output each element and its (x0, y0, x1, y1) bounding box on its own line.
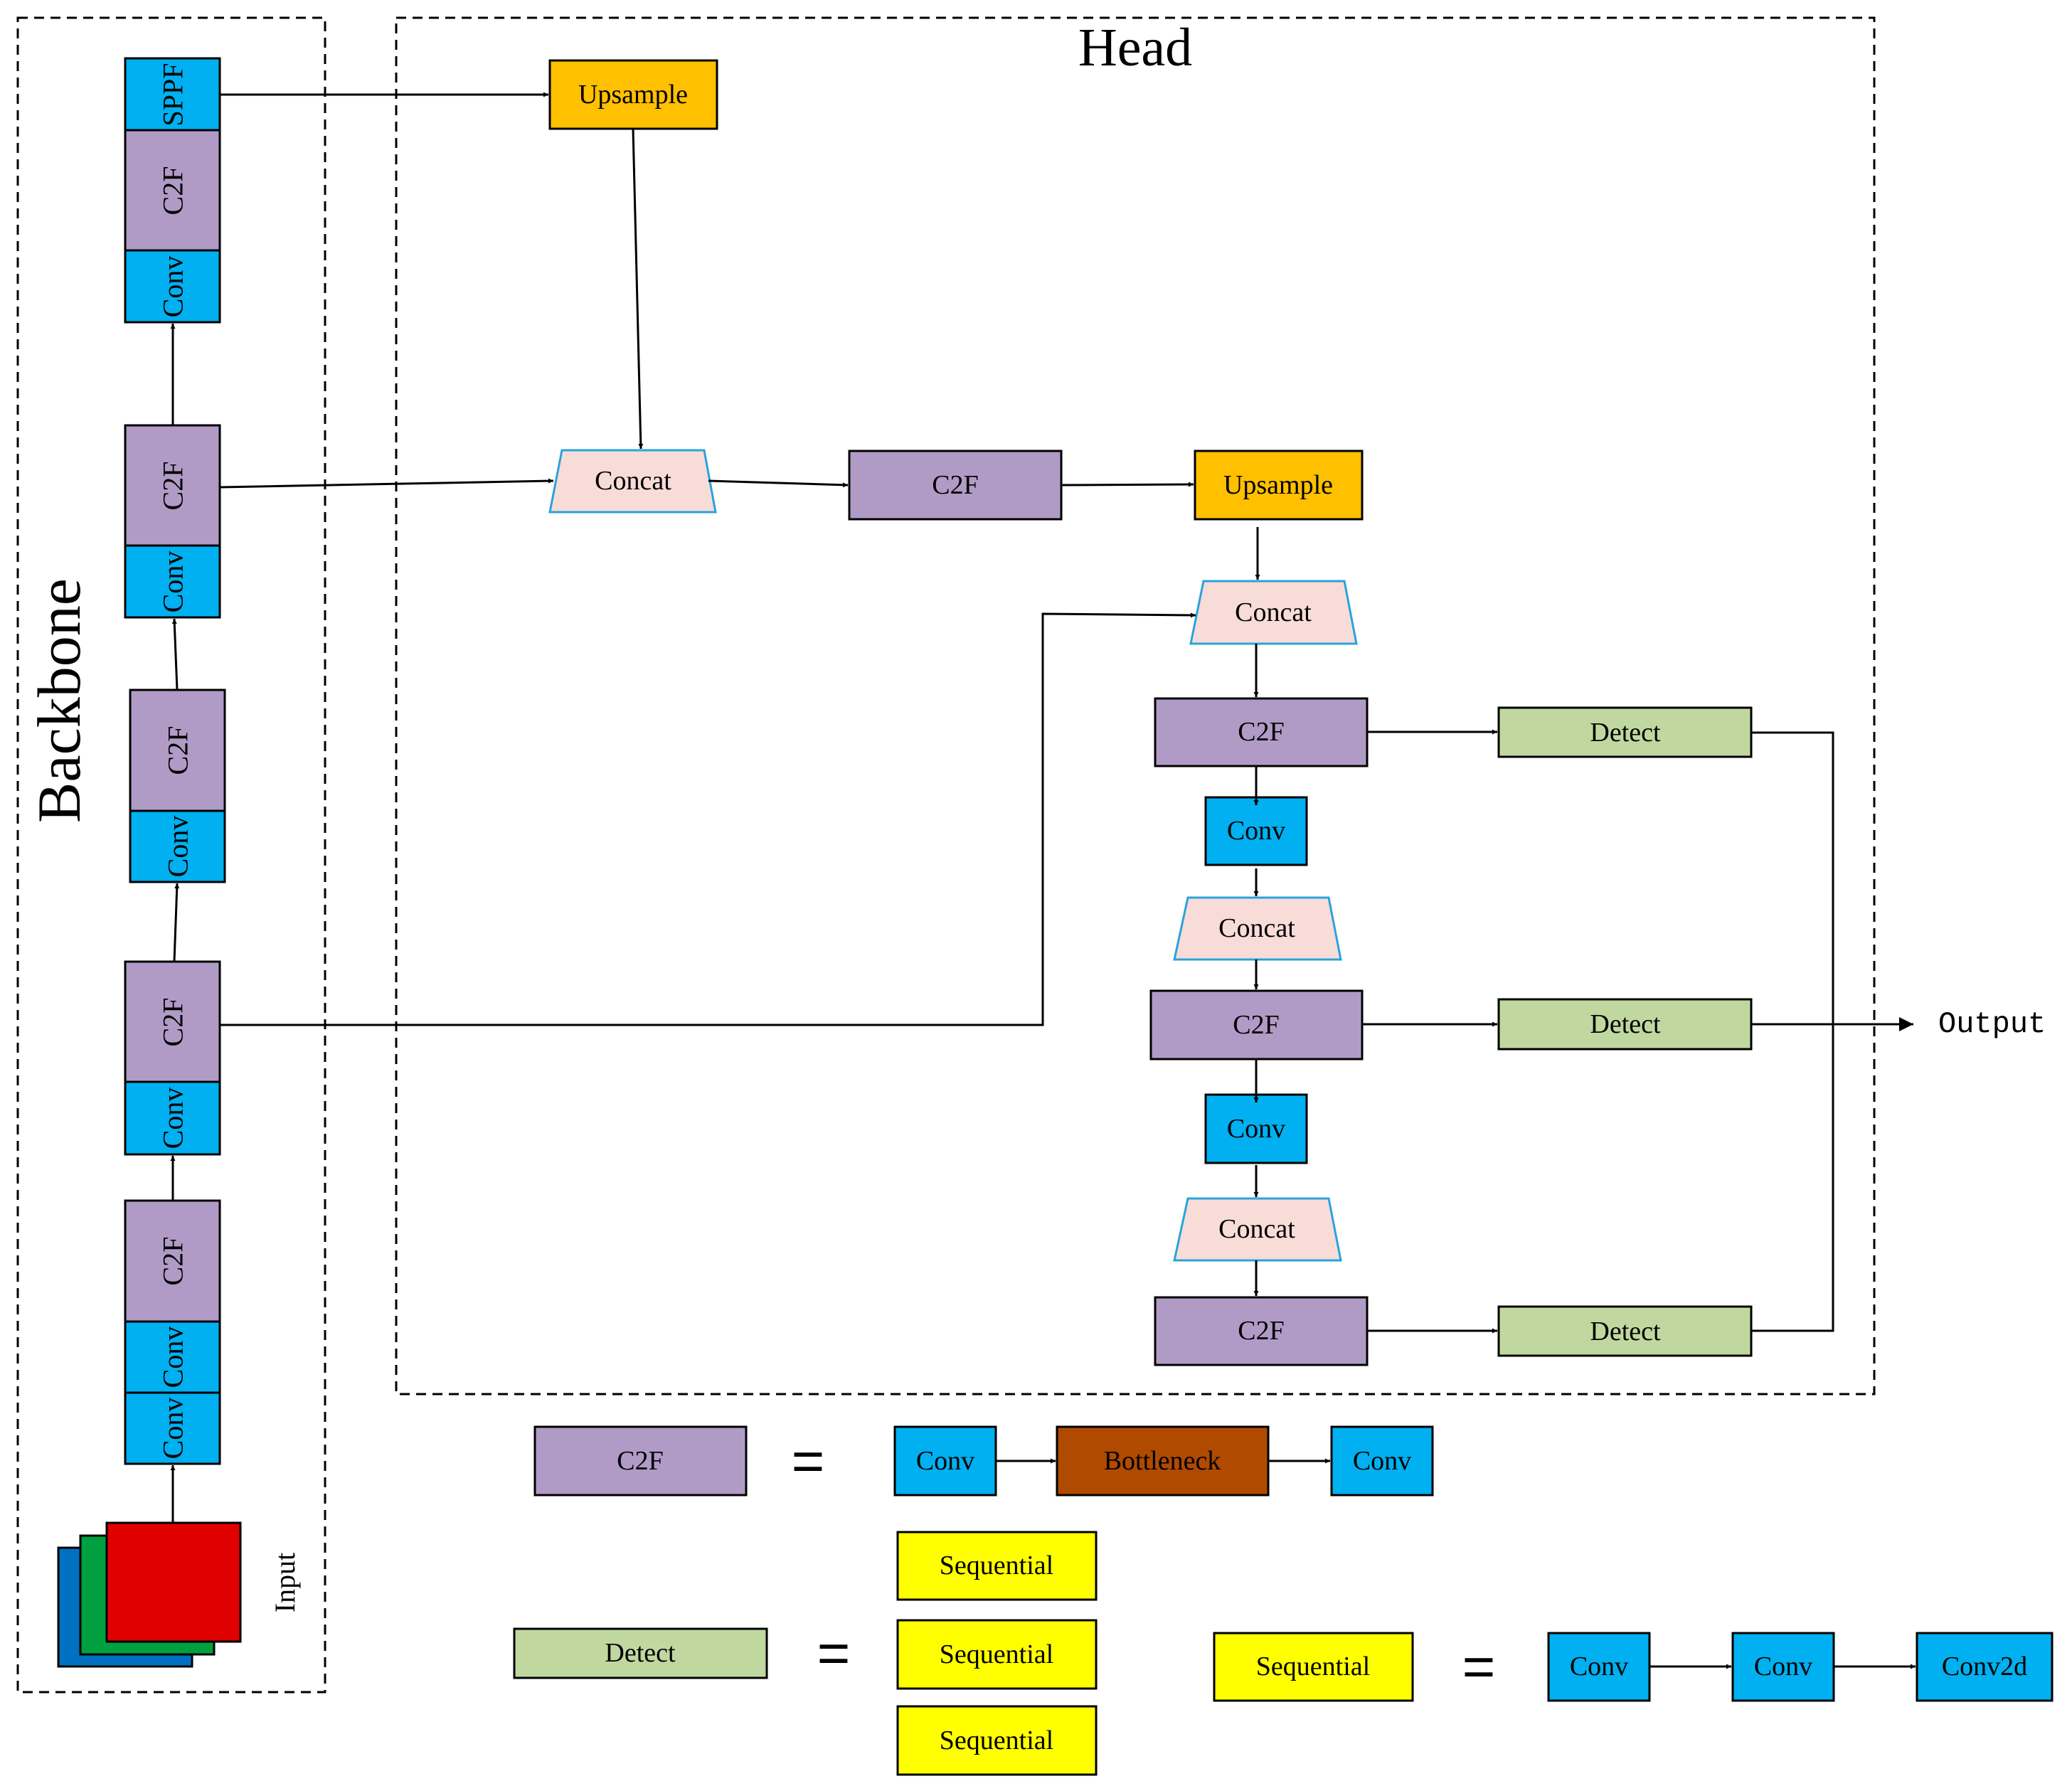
backbone-c2f-5 (124, 129, 221, 252)
backbone-c2f-5-label: C2F (157, 166, 189, 216)
backbone-conv-3-label: Conv (162, 816, 194, 878)
head-c2f-4 (1154, 1296, 1369, 1366)
arrow-concat-1-to-c2f-1 (708, 479, 849, 488)
legend-seq-conv-1 (1547, 1632, 1651, 1702)
backbone-c2f-1-label: C2F (157, 1237, 189, 1286)
head-concat-2 (1189, 580, 1358, 645)
arrow-backbone-to-concat-2 (220, 612, 1196, 1026)
head-concat-1-label: Concat (595, 466, 671, 496)
backbone-conv-1b-label: Conv (157, 1327, 189, 1388)
backbone-frame (16, 16, 326, 1694)
legend-c2f-equals: = (792, 1430, 825, 1493)
head-conv-2-label: Conv (1227, 1114, 1285, 1144)
head-c2f-2-label: C2F (1238, 717, 1284, 747)
backbone-c2f-4 (124, 424, 221, 547)
backbone-conv-2-label: Conv (157, 1088, 189, 1149)
backbone-conv-2 (124, 1080, 221, 1156)
legend-sequential-2 (896, 1619, 1098, 1690)
backbone-conv-4-label: Conv (157, 551, 189, 613)
head-c2f-4-label: C2F (1238, 1316, 1284, 1346)
legend-detect-label: Detect (605, 1638, 676, 1668)
head-upsample-1 (548, 59, 718, 130)
legend-c2f-conv-1-label: Conv (916, 1446, 974, 1476)
backbone-conv-4 (124, 544, 221, 619)
legend-detect-equals: = (817, 1622, 851, 1685)
head-c2f-2 (1154, 697, 1369, 767)
legend-sequential-1 (896, 1531, 1098, 1601)
head-detect-2 (1497, 998, 1753, 1051)
legend-sequential-3-label: Sequential (940, 1726, 1053, 1755)
legend-seq-conv-1-label: Conv (1570, 1652, 1628, 1681)
head-concat-2-label: Concat (1235, 597, 1312, 627)
head-concat-4-label: Concat (1218, 1214, 1295, 1244)
backbone-c2f-1 (124, 1199, 221, 1323)
head-detect-3-label: Detect (1590, 1317, 1661, 1346)
backbone-title: Backbone (25, 578, 93, 823)
legend-sequential-3 (896, 1705, 1098, 1776)
input-layer-red (105, 1521, 242, 1643)
backbone-sppf (124, 57, 221, 132)
legend-seq-conv2d (1916, 1632, 2054, 1702)
backbone-c2f-3-label: C2F (162, 726, 194, 775)
head-upsample-2-label: Upsample (1223, 470, 1333, 500)
input-label: Input (269, 1553, 301, 1612)
legend-c2f-label: C2F (617, 1446, 663, 1476)
legend-c2f-conv-1 (893, 1425, 997, 1497)
detect-merge-bracket (1751, 731, 1834, 1332)
head-concat-4 (1173, 1197, 1342, 1262)
head-concat-1 (548, 449, 717, 514)
backbone-c2f-2-label: C2F (157, 998, 189, 1047)
head-detect-3 (1497, 1305, 1753, 1357)
arrow-backbone-to-concat-1 (219, 478, 554, 489)
legend-seq-conv2d-label: Conv2d (1942, 1652, 2027, 1681)
head-conv-1 (1204, 796, 1308, 866)
legend-sequential-def-label: Sequential (1256, 1652, 1370, 1681)
head-detect-1-label: Detect (1590, 718, 1661, 748)
backbone-conv-1a-label: Conv (157, 1398, 189, 1460)
head-upsample-1-label: Upsample (578, 80, 688, 110)
backbone-c2f-2 (124, 960, 221, 1083)
legend-sequential-2-label: Sequential (940, 1639, 1053, 1669)
legend-c2f (533, 1425, 748, 1497)
backbone-conv-5 (124, 249, 221, 324)
backbone-c2f-3 (129, 689, 226, 812)
backbone-conv-1b (124, 1320, 221, 1394)
legend-seq-conv-2 (1731, 1632, 1835, 1702)
arrow-stack3-to-stack4 (171, 618, 179, 691)
backbone-conv-3 (129, 809, 226, 883)
head-conv-2 (1204, 1093, 1308, 1164)
head-c2f-3-label: C2F (1233, 1010, 1279, 1040)
backbone-sppf-label: SPPF (157, 63, 189, 127)
backbone-c2f-4-label: C2F (157, 462, 189, 511)
legend-bottleneck-label: Bottleneck (1104, 1446, 1221, 1476)
arrow-stack2-to-stack3 (173, 883, 180, 962)
legend-sequential-1-label: Sequential (940, 1551, 1053, 1580)
head-c2f-1 (848, 450, 1063, 521)
legend-c2f-conv-2-label: Conv (1353, 1446, 1411, 1476)
legend-sequential-def (1213, 1632, 1414, 1702)
head-c2f-1-label: C2F (932, 470, 978, 500)
head-conv-1-label: Conv (1227, 816, 1285, 846)
legend-bottleneck (1056, 1425, 1270, 1497)
legend-seq-conv-2-label: Conv (1754, 1652, 1812, 1681)
legend-detect (513, 1627, 768, 1679)
head-detect-2-label: Detect (1590, 1009, 1661, 1039)
head-title: Head (1078, 18, 1192, 78)
head-frame (395, 16, 1876, 1396)
head-c2f-3 (1149, 989, 1364, 1061)
head-concat-3-label: Concat (1218, 913, 1295, 943)
head-upsample-2 (1194, 450, 1364, 521)
arrow-c2f-1-to-upsample-2 (1061, 482, 1194, 487)
output-label: Output (1938, 1007, 2046, 1041)
backbone-conv-5-label: Conv (157, 256, 189, 318)
arrow-upsample-to-concat-1 (632, 128, 644, 450)
legend-sequential-equals: = (1462, 1635, 1496, 1699)
head-concat-3 (1173, 896, 1342, 961)
legend-c2f-conv-2 (1330, 1425, 1434, 1497)
